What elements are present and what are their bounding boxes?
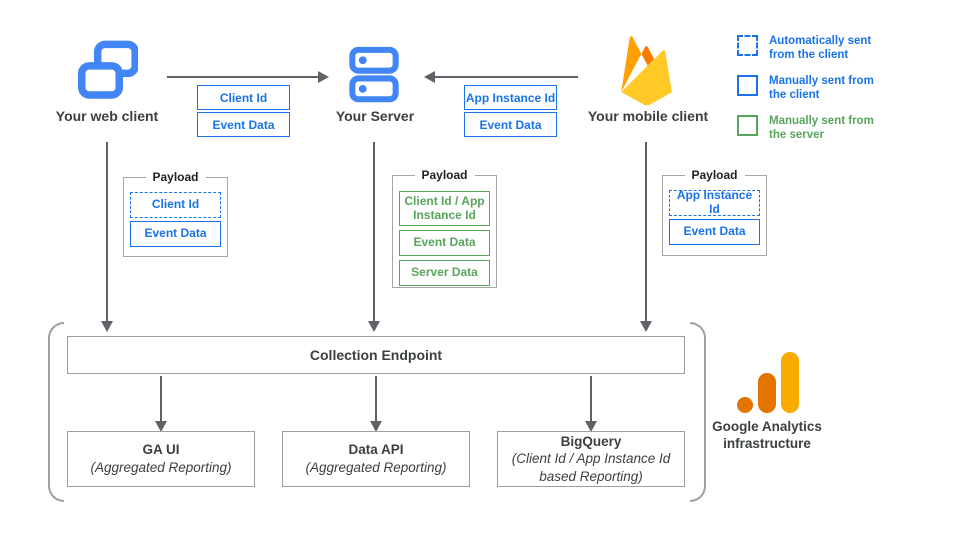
legend-label-auto-client: Automatically sent from the client [769,35,872,62]
payload-server-ids: Client Id / App Instance Id [399,191,490,226]
arrowhead-web-to-server [318,71,329,83]
bracket-right [690,322,706,502]
flow-chip-event-data-mobile: Event Data [464,112,557,137]
flow-chip-client-id: Client Id [197,85,290,110]
bigquery-subtitle: (Client Id / App Instance Id based Repor… [511,451,671,484]
dashed-blue-square-icon [737,35,758,56]
data-api-box: Data API (Aggregated Reporting) [282,431,470,487]
flow-chip-app-instance-id: App Instance Id [464,85,557,110]
ga-logo-mid-bar [758,373,776,413]
google-analytics-icon [737,352,799,413]
arrowhead-endpoint-to-ga-ui [155,421,167,432]
server-icon [348,45,400,110]
bracket-left [48,322,64,502]
payload-mobile: Payload App Instance Id Event Data [662,168,767,256]
payload-web-event-data: Event Data [130,221,221,247]
bigquery-box: BigQuery (Client Id / App Instance Id ba… [497,431,685,487]
legend-label-manual-server: Manually sent from the server [769,115,874,142]
payload-server-title: Payload [414,168,475,182]
bigquery-title: BigQuery [560,433,622,449]
server-label: Your Server [335,108,415,124]
legend-item-manual-client: Manually sent from the client [737,75,891,103]
arrowhead-web-to-endpoint [101,321,113,332]
mobile-client-label: Your mobile client [587,108,709,124]
arrow-endpoint-to-bigquery [590,376,592,421]
arrow-endpoint-to-data-api [375,376,377,421]
solid-green-square-icon [737,115,758,136]
arrowhead-mobile-to-endpoint [640,321,652,332]
payload-server: Payload Client Id / App Instance Id Even… [392,168,497,288]
legend-label-manual-client: Manually sent from the client [769,75,874,102]
payload-mobile-app-instance-id: App Instance Id [669,188,760,216]
payload-server-server-data: Server Data [399,260,490,286]
arrowhead-endpoint-to-data-api [370,421,382,432]
data-api-title: Data API [348,442,404,458]
arrow-web-to-server [167,76,318,78]
payload-mobile-event-data: Event Data [669,219,760,245]
arrow-mobile-to-endpoint [645,142,647,321]
payload-server-event-data: Event Data [399,230,490,256]
ga-ui-title: GA UI [142,442,180,458]
ga-logo-dot [737,397,753,413]
ga-ui-box: GA UI (Aggregated Reporting) [67,431,255,487]
arrowhead-server-to-endpoint [368,321,380,332]
payload-web: Payload Client Id Event Data [123,170,228,257]
arrow-server-to-endpoint [373,142,375,321]
flow-chip-event-data-web: Event Data [197,112,290,137]
ga-logo-tall-bar [781,352,799,413]
payload-mobile-title: Payload [684,168,745,182]
collection-endpoint-box: Collection Endpoint [67,336,685,374]
arrow-web-to-endpoint [106,142,108,321]
arrowhead-mobile-to-server [424,71,435,83]
firebase-icon [621,36,672,111]
infrastructure-caption: Google Analytics infrastructure [712,419,822,451]
ga-ui-subtitle: (Aggregated Reporting) [90,460,232,475]
solid-blue-square-icon [737,75,758,96]
arrowhead-endpoint-to-bigquery [585,421,597,432]
arrow-endpoint-to-ga-ui [160,376,162,421]
web-client-label: Your web client [55,108,159,124]
legend-item-auto-client: Automatically sent from the client [737,35,891,63]
arrow-mobile-to-server [435,76,578,78]
data-api-subtitle: (Aggregated Reporting) [305,460,447,475]
web-client-icon [78,40,139,108]
legend-item-manual-server: Manually sent from the server [737,115,891,143]
payload-web-client-id: Client Id [130,192,221,218]
payload-web-title: Payload [145,170,206,184]
